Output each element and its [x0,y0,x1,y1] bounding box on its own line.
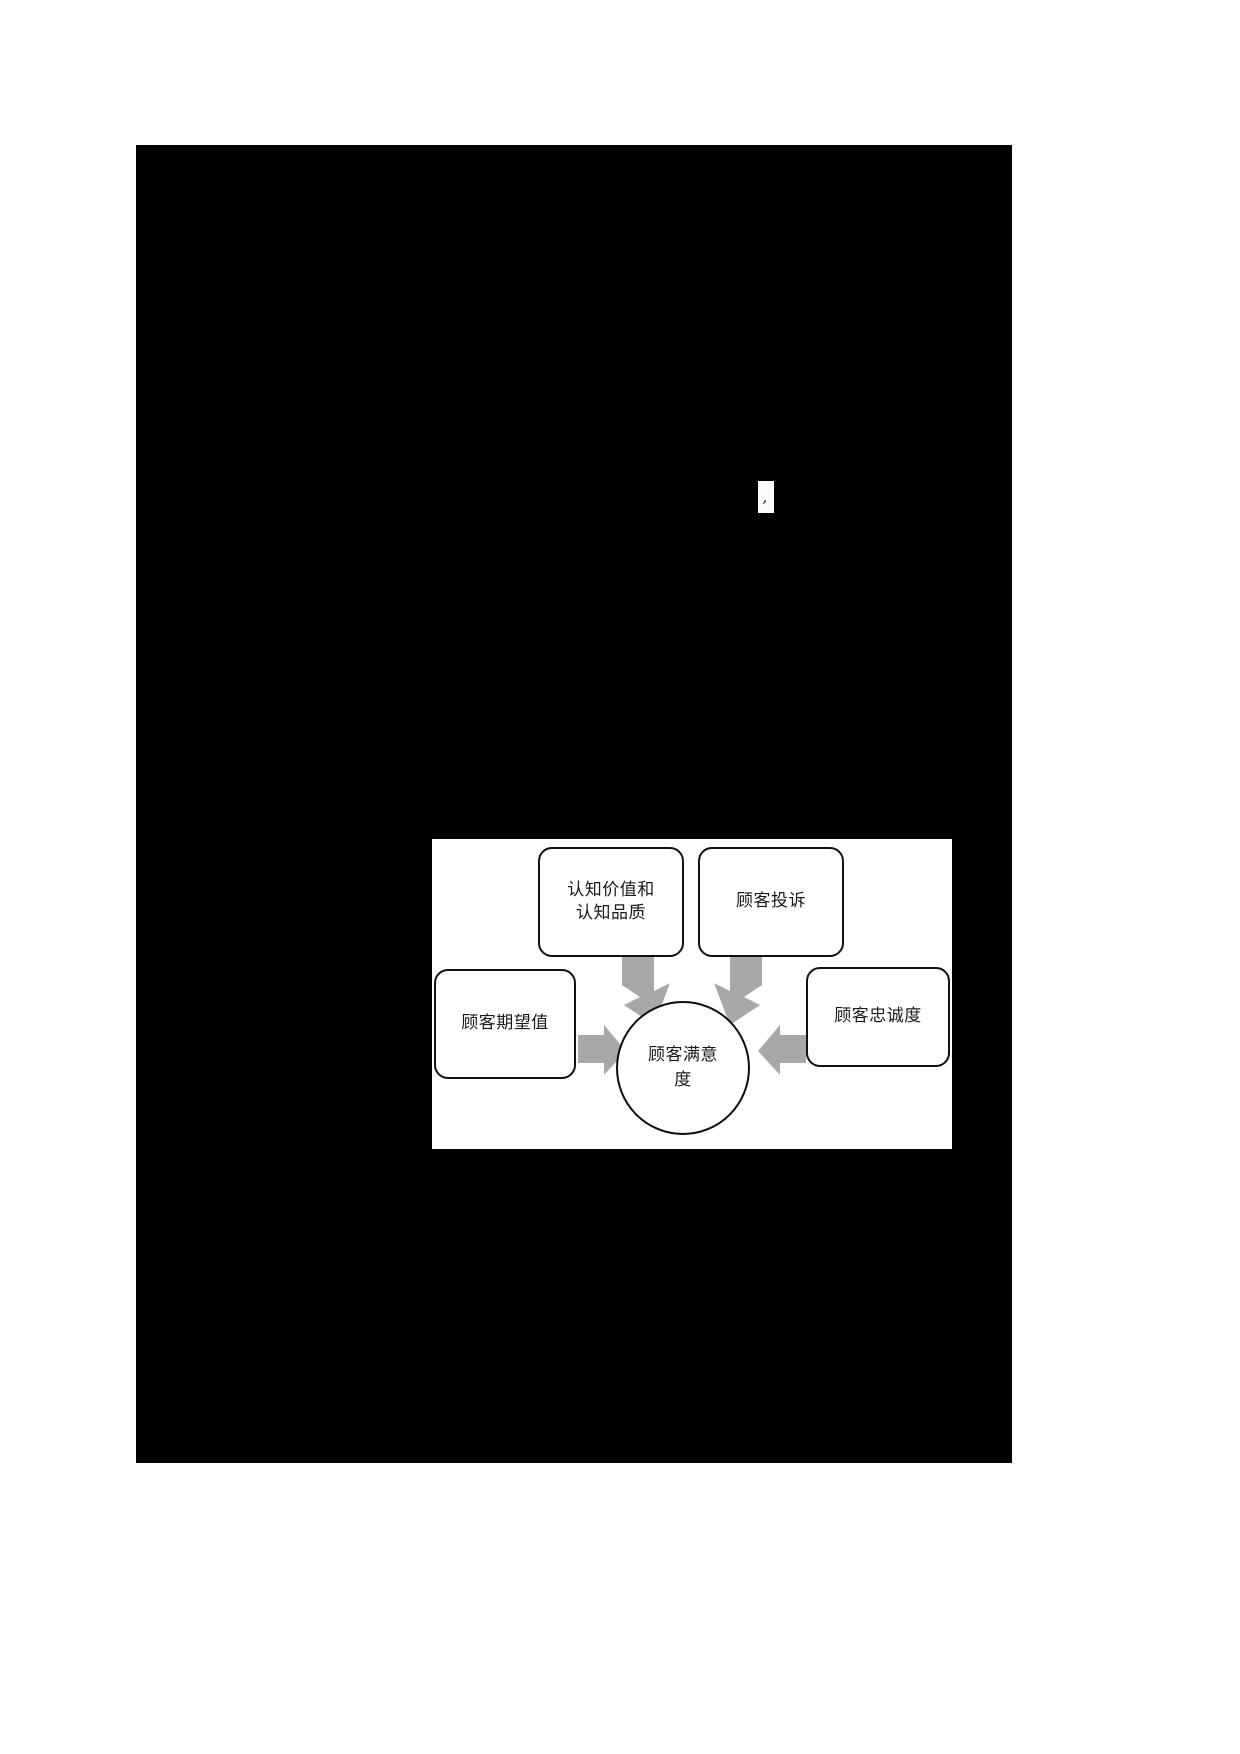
comma-glyph: , [761,486,771,508]
node-customer-satisfaction[interactable]: 顾客满意 度 [616,1001,750,1135]
arrow-complaint-to-satisfaction [714,957,762,1025]
node-customer-complaint[interactable]: 顾客投诉 [698,847,844,957]
stray-comma-mark: , [758,481,774,513]
arrow-loyalty-to-satisfaction [758,1025,806,1075]
node-customer-complaint-label: 顾客投诉 [736,891,806,912]
node-perceived-value-quality-label: 认知价值和 认知品质 [567,879,655,923]
customer-satisfaction-diagram: 认知价值和 认知品质 顾客投诉 顾客期望值 顾客忠诚度 顾客满意 度 [432,839,952,1149]
node-customer-expectation-label: 顾客期望值 [461,1013,549,1034]
arrow-expectation-to-satisfaction [578,1025,626,1075]
node-customer-loyalty[interactable]: 顾客忠诚度 [806,967,950,1067]
node-customer-satisfaction-label: 顾客满意 度 [648,1045,718,1090]
node-perceived-value-quality[interactable]: 认知价值和 认知品质 [538,847,684,957]
scanned-page-sheet: , 认知价值和 认知品质 顾客投诉 [136,145,1012,1463]
node-customer-expectation[interactable]: 顾客期望值 [434,969,576,1079]
node-customer-loyalty-label: 顾客忠诚度 [834,1006,922,1027]
